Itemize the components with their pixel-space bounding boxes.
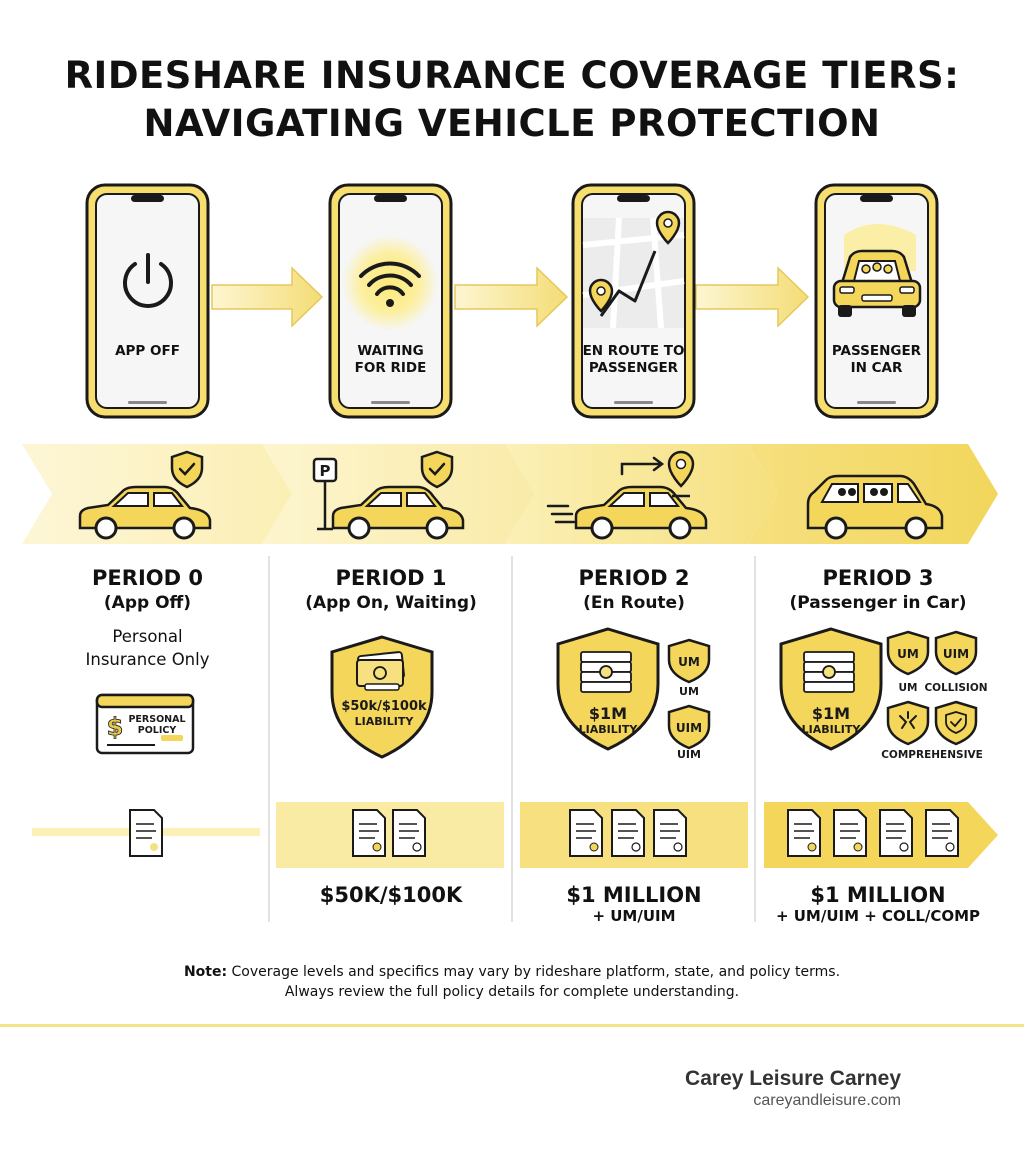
column-divider	[268, 556, 270, 922]
period-2-title: PERIOD 2	[578, 566, 690, 590]
liability-shield-1m: $1M LIABILITY	[556, 627, 660, 751]
period-2-amount: $1 MILLION	[566, 883, 702, 907]
period-3-amount: $1 MILLION	[810, 883, 946, 907]
svg-text:COMPREHENSIVE: COMPREHENSIVE	[881, 749, 983, 761]
liability-shield-1m-p3: $1M LIABILITY	[779, 627, 883, 751]
parked-car-icon	[78, 485, 212, 540]
note-line-2: Always review the full policy details fo…	[284, 984, 740, 1000]
period-1-amount: $50K/$100K	[319, 883, 463, 907]
period-1-subtitle: (App On, Waiting)	[305, 593, 477, 613]
period-1-doc-strip	[276, 802, 504, 868]
page-title: RIDESHARE INSURANCE COVERAGE TIERS: NAVI…	[0, 52, 1024, 148]
collision-badge-icon	[886, 700, 930, 746]
svg-text:$1M: $1M	[812, 704, 850, 723]
period-0-title: PERIOD 0	[92, 566, 203, 590]
period-2-badges: UM UM UIM UIM	[667, 638, 711, 761]
svg-text:POLICY: POLICY	[138, 725, 177, 736]
document-icon	[129, 809, 163, 857]
title-line-1: RIDESHARE INSURANCE COVERAGE TIERS:	[64, 54, 960, 97]
phone-en-route: EN ROUTE TO PASSENGER	[571, 183, 696, 419]
waiting-car-icon	[331, 485, 465, 540]
svg-text:PERSONAL: PERSONAL	[128, 714, 185, 725]
phone-label: PASSENGER IN CAR	[831, 343, 922, 376]
arrow-2	[454, 266, 569, 328]
disclaimer-note: Note: Coverage levels and specifics may …	[0, 962, 1024, 1002]
arrow-3	[695, 266, 810, 328]
flow-arrows	[211, 266, 810, 328]
um-badge: UM UM	[886, 630, 930, 694]
period-1-title: PERIOD 1	[335, 566, 447, 590]
svg-text:$1M: $1M	[589, 704, 627, 723]
svg-text:UIM: UIM	[943, 647, 969, 661]
comprehensive-badge-icon	[934, 700, 978, 746]
note-label: Note:	[183, 964, 228, 980]
svg-text:UM: UM	[678, 655, 700, 669]
title-line-2: NAVIGATING VEHICLE PROTECTION	[143, 102, 881, 145]
svg-text:UM: UM	[897, 647, 919, 661]
brand-website[interactable]: careyandleisure.com	[753, 1092, 901, 1109]
note-line-1: Coverage levels and specifics may vary b…	[227, 964, 841, 980]
cash-stack-icon	[580, 651, 632, 693]
um-badge: UM UM	[667, 638, 711, 698]
svg-text:UM: UM	[899, 682, 918, 694]
map-route-icon	[582, 210, 685, 329]
car-with-passengers-icon	[832, 224, 922, 317]
uim-badge: UIM COLLISION	[924, 630, 988, 694]
column-divider	[511, 556, 513, 922]
passenger-car-icon	[806, 474, 944, 540]
document-icon	[352, 809, 426, 857]
period-3-badges: UM UM UIM COLLISION COMPREHENSIVE	[881, 630, 988, 761]
footer-divider	[0, 1024, 1024, 1027]
phone-label: EN ROUTE TO PASSENGER	[582, 343, 685, 376]
arrow-1	[211, 266, 324, 328]
uim-badge: UIM UIM	[667, 704, 711, 761]
period-3-subtitle: (Passenger in Car)	[789, 593, 967, 613]
svg-text:$50k/$100k: $50k/$100k	[341, 699, 427, 714]
document-icon	[569, 809, 687, 857]
period-0-description: Personal Insurance Only	[85, 627, 210, 669]
phone-waiting-for-ride: WAITING FOR RIDE	[328, 183, 453, 419]
column-divider	[754, 556, 756, 922]
svg-text:P: P	[320, 462, 331, 480]
period-2-amount-sub: + UM/UIM	[592, 907, 676, 925]
period-chevron-band: P	[22, 444, 998, 544]
svg-text:COLLISION: COLLISION	[924, 682, 987, 694]
svg-text:LIABILITY: LIABILITY	[355, 715, 415, 728]
personal-policy-card: $ PERSONAL POLICY	[95, 693, 195, 755]
period-2-subtitle: (En Route)	[583, 593, 685, 613]
policy-documents-band	[32, 802, 998, 868]
svg-text:UIM: UIM	[677, 748, 701, 761]
wifi-signal-icon	[359, 261, 421, 307]
location-pin-icon	[667, 450, 695, 498]
speed-lines-icon	[546, 504, 576, 524]
phone-passenger-in-car: PASSENGER IN CAR	[814, 183, 939, 419]
route-arrow-icon	[620, 456, 665, 476]
svg-text:LIABILITY: LIABILITY	[579, 723, 639, 736]
shield-check-icon	[420, 450, 454, 489]
svg-text:UM: UM	[679, 685, 699, 698]
phone-label: APP OFF	[115, 343, 180, 359]
phone-app-off: APP OFF	[85, 183, 210, 419]
cash-stack-icon	[803, 651, 855, 693]
period-3-title: PERIOD 3	[822, 566, 934, 590]
liability-shield-50k: $50k/$100k LIABILITY	[330, 635, 434, 759]
svg-text:UIM: UIM	[676, 721, 702, 735]
period-0-subtitle: (App Off)	[103, 593, 192, 613]
svg-text:LIABILITY: LIABILITY	[802, 723, 862, 736]
brand-name: Carey Leisure Carney	[685, 1067, 901, 1090]
phone-label: WAITING FOR RIDE	[354, 343, 427, 376]
power-icon	[123, 253, 173, 308]
parking-sign-icon: P	[312, 457, 338, 531]
dollar-icon: $	[107, 713, 124, 741]
period-3-amount-sub: + UM/UIM + COLL/COMP	[775, 907, 981, 925]
cash-stack-icon	[356, 651, 405, 691]
document-icon	[787, 809, 959, 857]
shield-check-icon	[170, 450, 204, 489]
